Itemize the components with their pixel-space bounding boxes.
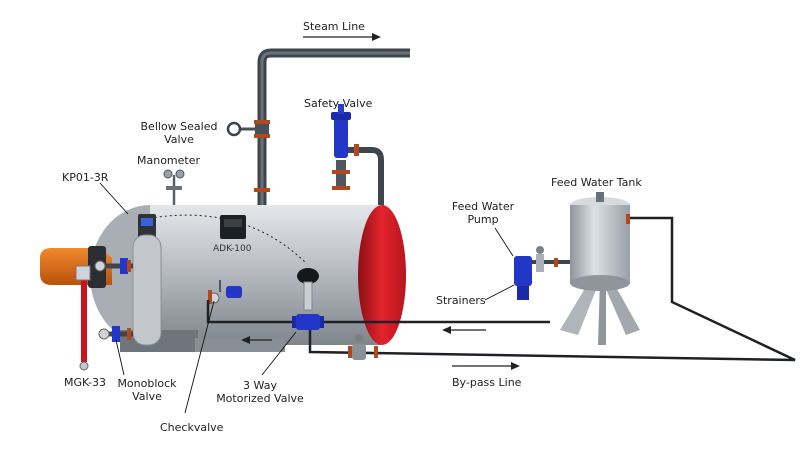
label-mgk-33: MGK-33 [64,376,107,389]
label-bellow-line-1: Bellow Sealed [140,120,218,133]
label-steam-line: Steam Line [303,20,365,33]
label-tw-line-1: 3 Way [243,379,277,392]
mgk-33-gauge [75,265,91,371]
label-checkvalve: Checkvalve [160,421,224,434]
steam-line-pipe [254,48,410,208]
label-bellow-line-2: Valve [164,133,194,146]
bypass-valve [348,334,378,360]
label-mono-line-2: Valve [132,390,162,403]
flow-arrows [241,33,520,370]
label-safety-valve: Safety Valve [304,97,373,110]
label-adk-100: ADK-100 [213,244,252,254]
leader-lines [99,182,515,414]
adk-100-panel [220,215,246,239]
label-kp01-3r: KP01-3R [62,171,109,184]
label-strainers: Strainers [436,294,486,307]
three-way-motorized-valve [292,268,324,330]
label-monoblock-valve: Monoblock Valve [112,377,182,403]
safety-valve [331,104,384,214]
label-fwp-line-2: Pump [467,213,499,226]
feed-water-pump [514,246,575,300]
label-bellow-sealed-valve: Bellow Sealed Valve [134,120,224,146]
label-fwp-line-1: Feed Water [451,200,515,213]
label-mono-line-1: Monoblock [117,377,177,390]
label-by-pass-line: By-pass Line [452,376,522,389]
bellow-sealed-valve [226,121,269,137]
checkvalve [208,280,242,304]
kp01-controller [138,214,156,240]
label-manometer: Manometer [137,154,201,167]
label-feed-water-tank: Feed Water Tank [551,176,642,189]
manometer [163,169,185,205]
boiler-end-cap [358,205,406,345]
label-feed-water-pump: Feed Water Pump [443,200,523,226]
feed-water-line [206,216,796,362]
label-tw-line-2: Motorized Valve [216,392,304,405]
level-column [94,234,162,346]
label-3-way-motorized-valve: 3 Way Motorized Valve [210,379,310,405]
feed-water-tank [560,192,640,345]
